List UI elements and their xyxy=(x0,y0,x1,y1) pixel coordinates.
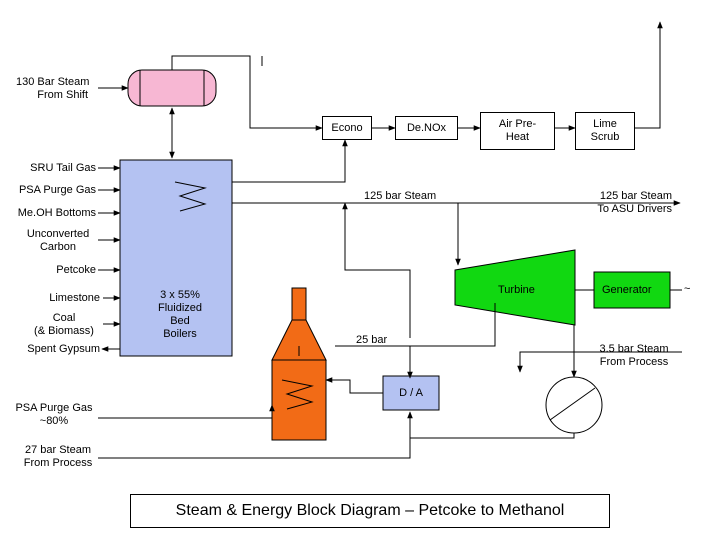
label-boilers-line1: 3 x 55% xyxy=(160,289,200,301)
denox-box: De.NOx xyxy=(395,116,458,140)
lime-scrub-line1: Lime xyxy=(593,118,617,130)
label-sru-tail-gas: SRU Tail Gas xyxy=(30,162,96,174)
label-boilers-line2: Fluidized xyxy=(157,302,203,314)
boiler-coil xyxy=(174,181,207,212)
label-limestone: Limestone xyxy=(49,292,100,304)
label-coal-line2: (& Biomass) xyxy=(34,325,94,337)
label-125-bar-steam: 125 bar Steam xyxy=(364,190,437,202)
boiler-block xyxy=(119,159,233,357)
label-boilers-line4: Boilers xyxy=(163,328,197,340)
label-130-bar-steam: 130 Bar Steam From Shift xyxy=(16,76,90,102)
air-preheat-line1: Air Pre- xyxy=(498,118,537,130)
diagram-title-text: Steam & Energy Block Diagram – Petcoke t… xyxy=(175,502,565,519)
label-130-line1: 130 Bar Steam xyxy=(16,76,90,88)
label-petcoke: Petcoke xyxy=(56,264,96,276)
label-generator: Generator xyxy=(602,284,652,296)
label-27-bar-steam: 27 bar Steam From Process xyxy=(14,444,102,470)
air-preheat-box: Air Pre- Heat xyxy=(480,112,555,150)
label-125-asu-line2: To ASU Drivers xyxy=(597,203,672,215)
label-ac-tilde: ~ xyxy=(684,283,691,295)
label-boilers-line3: Bed xyxy=(170,315,190,327)
denox-label: De.NOx xyxy=(406,122,447,134)
label-spent-gypsum: Spent Gypsum xyxy=(27,343,100,355)
label-unconverted-line2: Carbon xyxy=(39,241,77,253)
label-psa-purge-80: PSA Purge Gas ~80% xyxy=(6,402,102,428)
label-130-line2: From Shift xyxy=(37,89,88,101)
label-coal-line1: Coal xyxy=(52,312,76,324)
lime-scrub-box: Lime Scrub xyxy=(575,112,635,150)
air-preheat-line2: Heat xyxy=(505,131,530,143)
steam-drum xyxy=(127,69,217,107)
label-psa80-line1: PSA Purge Gas xyxy=(15,402,93,414)
label-unconverted-carbon: Unconverted Carbon xyxy=(20,228,96,254)
diagram-title: Steam & Energy Block Diagram – Petcoke t… xyxy=(130,494,610,528)
label-meoh-bottoms: Me.OH Bottoms xyxy=(17,207,96,219)
label-psa80-line2: ~80% xyxy=(39,415,69,427)
label-27-line1: 27 bar Steam xyxy=(24,444,92,456)
label-3-5-bar-steam: 3.5 bar Steam From Process xyxy=(584,343,684,369)
label-coal-biomass: Coal (& Biomass) xyxy=(22,312,106,338)
turbine-shape xyxy=(454,249,576,326)
label-unconverted-line1: Unconverted xyxy=(26,228,90,240)
condenser xyxy=(545,376,603,434)
label-27-line2: From Process xyxy=(23,457,93,469)
label-turbine: Turbine xyxy=(498,284,535,296)
label-boilers: 3 x 55% Fluidized Bed Boilers xyxy=(140,289,220,341)
econo-label: Econo xyxy=(331,122,363,134)
label-125-bar-asu: 125 bar Steam To ASU Drivers xyxy=(568,190,672,216)
label-3-5-line1: 3.5 bar Steam xyxy=(599,343,669,355)
lime-scrub-line2: Scrub xyxy=(590,131,620,143)
label-3-5-line2: From Process xyxy=(599,356,669,368)
econo-box: Econo xyxy=(322,116,372,140)
label-125-asu-line1: 125 bar Steam xyxy=(599,190,672,202)
label-25-bar: 25 bar xyxy=(356,334,388,346)
label-psa-purge-gas: PSA Purge Gas xyxy=(18,184,96,196)
label-da: D / A xyxy=(399,387,423,399)
furnace xyxy=(271,287,327,441)
